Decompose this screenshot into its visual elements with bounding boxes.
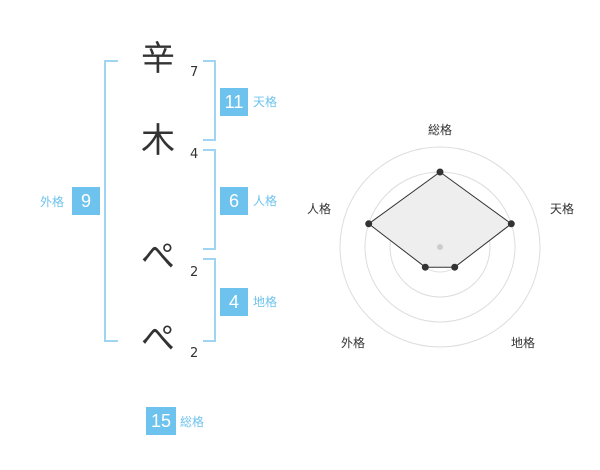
- chikaku-label: 地格: [253, 295, 278, 309]
- gaikaku-bracket: [104, 60, 118, 342]
- tenkaku-bracket: [203, 60, 216, 141]
- jinkaku-value-box: 6: [220, 187, 248, 215]
- stroke-count-4: 2: [190, 346, 199, 361]
- radar-center-dot: [437, 244, 443, 250]
- stroke-count-2: 4: [190, 147, 199, 162]
- radar-point-right: [507, 220, 515, 228]
- soukaku-value-box: 15: [146, 407, 176, 435]
- gaikaku-label: 外格: [40, 195, 65, 209]
- radar-label-bottom-left: 外格: [341, 335, 365, 350]
- radar-ring-4: [339, 146, 541, 348]
- tenkaku-value-box: 11: [220, 88, 248, 116]
- jinkaku-label: 人格: [253, 194, 278, 208]
- jinkaku-bracket: [203, 149, 216, 250]
- radar-label-left: 人格: [307, 201, 331, 216]
- radar-label-bottom-right: 地格: [511, 335, 535, 350]
- name-char-1: 辛: [141, 39, 175, 79]
- radar-label-top: 総格: [428, 122, 452, 137]
- stroke-count-3: 2: [190, 265, 199, 280]
- radar-score-polygon: [367, 171, 513, 268]
- radar-point-left: [365, 220, 373, 228]
- radar-point-bottom-right: [451, 263, 459, 271]
- stroke-count-1: 7: [190, 65, 199, 80]
- gaikaku-value-box: 9: [72, 187, 100, 215]
- chikaku-bracket: [203, 258, 216, 342]
- name-char-2: 木: [141, 121, 175, 161]
- name-char-4: ぺ: [141, 319, 175, 359]
- tenkaku-label: 天格: [253, 95, 278, 109]
- radar-point-top: [436, 168, 444, 176]
- soukaku-label: 総格: [180, 415, 205, 429]
- name-char-3: ぺ: [141, 237, 175, 277]
- chikaku-value-box: 4: [220, 288, 248, 316]
- radar-point-bottom-left: [421, 263, 429, 271]
- radar-label-right: 天格: [550, 201, 574, 216]
